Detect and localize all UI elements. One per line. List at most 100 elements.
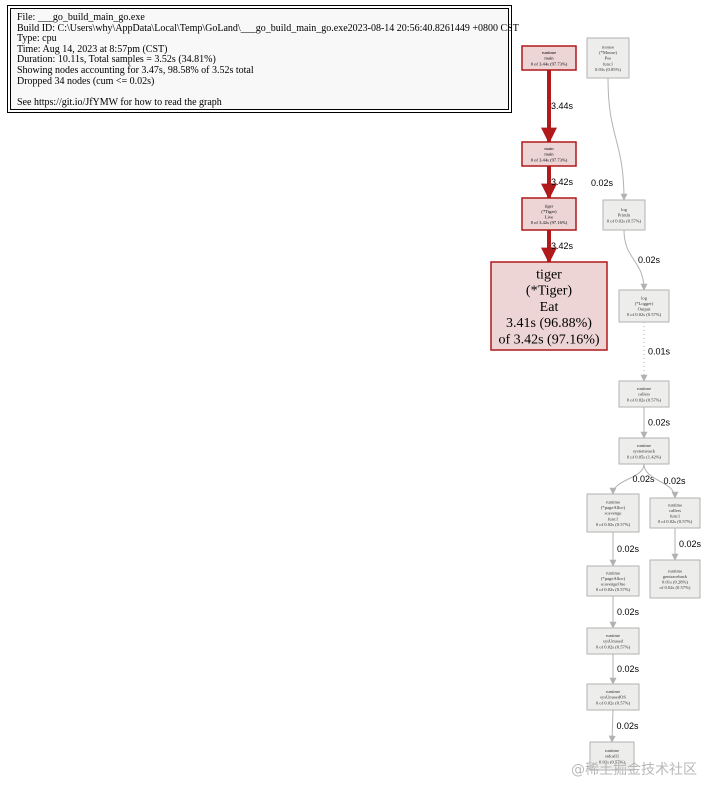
node-label-line: log bbox=[621, 207, 628, 212]
node-label-line: mouse bbox=[602, 44, 614, 49]
node-label-line: Println bbox=[618, 213, 631, 218]
node-label-line: Eat bbox=[540, 300, 559, 315]
node-label-line: sysUnused bbox=[603, 639, 624, 644]
node-label-line: 0 of 0.05s (1.42%) bbox=[627, 454, 662, 459]
node-label-line: (*Mouse) bbox=[599, 50, 617, 55]
legend-type: Type: cpu bbox=[17, 33, 57, 45]
node-label-line: runtime bbox=[606, 689, 620, 694]
node-label-line: stdcall1 bbox=[605, 754, 620, 759]
node-label-line: log bbox=[641, 295, 648, 300]
watermark: @稀土掘金技术社区 bbox=[571, 762, 697, 778]
edge-rt_sysUnused-to-rt_sysUnusedOS[interactable]: 0.02s bbox=[609, 654, 640, 685]
node-label-line: 0 of 3.44s (97.73%) bbox=[531, 157, 568, 162]
node-label-line: 0 of 0.02s (0.57%) bbox=[658, 519, 693, 524]
edge-rt_main-to-main_main[interactable]: 3.44s bbox=[541, 70, 574, 144]
edge-label: 0.02s bbox=[633, 474, 656, 484]
edge-label: 0.02s bbox=[638, 255, 661, 265]
node-label-line: 0 of 0.02s (0.57%) bbox=[596, 700, 631, 705]
edge-rt_gentraceback_func-to-rt_scavengeOne[interactable]: 0.02s bbox=[609, 532, 640, 567]
edge-label: 0.02s bbox=[617, 544, 640, 554]
node-label-line: func1 bbox=[608, 516, 619, 521]
node-label-line: 0 of 3.44s (97.73%) bbox=[531, 61, 568, 66]
edge-rt_systemstack-to-rt_gentraceback_func[interactable]: 0.02s bbox=[609, 463, 656, 495]
edge-rt_sysUnusedOS-to-rt_stdcall1[interactable]: 0.02s bbox=[608, 709, 640, 743]
node-label-line: Pee bbox=[605, 56, 612, 61]
edge-label: 0.02s bbox=[664, 476, 687, 486]
node-label-line: tiger bbox=[545, 203, 554, 208]
node-label-line: tiger bbox=[536, 267, 562, 282]
graph-legend: File: ___go_build_main_go.exe Build ID: … bbox=[7, 5, 519, 113]
node-label-line: Live bbox=[545, 214, 553, 219]
edge-label: 0.02s bbox=[679, 539, 702, 549]
edge-rt_callers-to-rt_systemstack[interactable]: 0.02s bbox=[640, 407, 671, 439]
node-label-line: func1 bbox=[603, 61, 614, 66]
edge-rt_systemstack-to-rt_callers_func1[interactable]: 0.02s bbox=[643, 463, 687, 499]
node-label-line: runtime bbox=[606, 499, 620, 504]
node-label-line: runtime bbox=[637, 386, 651, 391]
legend-time: Time: Aug 14, 2023 at 8:57pm (CST) bbox=[17, 43, 168, 55]
node-label-line: main bbox=[544, 146, 554, 151]
node-label-line: 0.01s (0.28%) bbox=[662, 579, 688, 584]
legend-dropped: Dropped 34 nodes (cum <= 0.02s) bbox=[17, 75, 155, 87]
legend-text-box: File: ___go_build_main_go.exe Build ID: … bbox=[10, 8, 519, 110]
node-label-line: (*Logger) bbox=[635, 301, 654, 306]
node-label-line: 0 of 0.02s (0.57%) bbox=[596, 644, 631, 649]
edge-label: 0.02s bbox=[617, 607, 640, 617]
node-label-line: scavenge bbox=[605, 511, 622, 516]
node-label-line: main bbox=[544, 152, 554, 157]
node-label-line: (*pageAlloc) bbox=[601, 505, 626, 510]
edge-log_println-to-log_output[interactable]: 0.02s bbox=[623, 229, 661, 291]
legend-build-id: Build ID: C:\Users\why\AppData\Local\Tem… bbox=[17, 22, 519, 34]
edge-label: 0.02s bbox=[617, 721, 640, 731]
edge-label: 0.02s bbox=[617, 664, 640, 674]
node-label-line: runtime bbox=[637, 443, 651, 448]
node-label-line: 0 of 0.02s (0.57%) bbox=[627, 312, 662, 317]
legend-showing: Showing nodes accounting for 3.47s, 98.5… bbox=[17, 64, 254, 76]
node-label-line: callers bbox=[669, 508, 681, 513]
legend-help: See https://git.io/JfYMW for how to read… bbox=[17, 96, 222, 108]
node-label-line: 0 of 0.02s (0.57%) bbox=[627, 397, 662, 402]
node-label-line: of 0.02s (0.57%) bbox=[660, 585, 691, 590]
edge-rt_scavengeOne-to-rt_sysUnused[interactable]: 0.02s bbox=[609, 596, 640, 629]
edge-log_output-to-rt_callers[interactable]: 0.01s bbox=[640, 322, 671, 382]
edge-rt_callers_func1-to-rt_gentraceback[interactable]: 0.02s bbox=[671, 528, 702, 561]
node-label-line: runtime bbox=[605, 748, 619, 753]
edge-mouse_pee-to-log_println[interactable]: 0.02s bbox=[591, 77, 628, 201]
node-label-line: (*pageAlloc) bbox=[601, 576, 626, 581]
node-label-line: runtime bbox=[668, 502, 682, 507]
edge-label: 3.44s bbox=[551, 101, 574, 111]
legend-duration: Duration: 10.11s, Total samples = 3.52s … bbox=[17, 54, 216, 66]
node-label-line: runtime bbox=[606, 633, 620, 638]
node-label-line: runtime bbox=[606, 570, 620, 575]
edge-label: 3.42s bbox=[551, 177, 574, 187]
node-label-line: Output bbox=[638, 306, 651, 311]
node-label-line: systemstack bbox=[633, 449, 656, 454]
edge-label: 0.02s bbox=[648, 418, 671, 428]
node-label-line: 0.03s (0.85%) bbox=[595, 67, 621, 72]
edge-main_main-to-tiger_live[interactable]: 3.42s bbox=[541, 166, 574, 200]
edge-label: 3.42s bbox=[551, 241, 574, 251]
edge-tiger_live-to-tiger_eat[interactable]: 3.42s bbox=[541, 230, 574, 264]
node-label-line: 0 of 0.02s (0.57%) bbox=[596, 587, 631, 592]
node-label-line: (*Tiger) bbox=[526, 284, 572, 299]
node-label-line: 0 of 0.02s (0.57%) bbox=[607, 218, 642, 223]
node-label-line: scavengeOne bbox=[601, 581, 626, 586]
edge-label: 0.02s bbox=[591, 178, 614, 188]
